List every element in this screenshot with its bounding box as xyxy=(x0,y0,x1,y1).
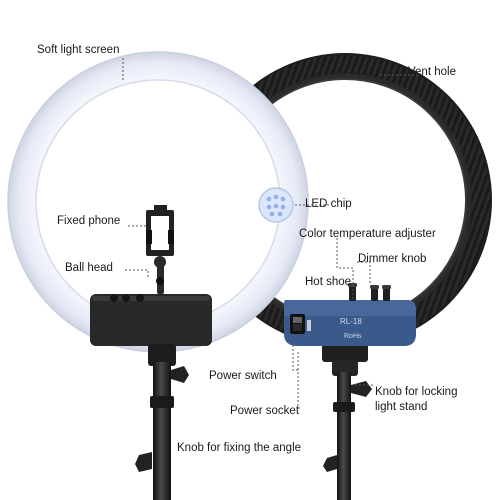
label-vent-hole: Vent hole xyxy=(408,66,456,78)
label-knob-locking-line1: Knob for locking xyxy=(375,386,458,398)
led-chip-inset xyxy=(258,187,294,223)
back-knobs xyxy=(348,283,391,301)
panel-rohs-text: RoHs xyxy=(344,333,362,340)
phone-holder xyxy=(146,205,174,294)
label-dimmer-knob: Dimmer knob xyxy=(358,253,427,265)
label-knob-fixing-angle: Knob for fixing the angle xyxy=(177,442,302,454)
label-color-temperature-adjuster: Color temperature adjuster xyxy=(299,228,436,240)
leader-lines xyxy=(122,58,418,450)
label-ball-head: Ball head xyxy=(65,262,113,274)
label-fixed-phone: Fixed phone xyxy=(57,215,121,227)
label-power-socket: Power socket xyxy=(230,405,300,417)
label-led-chip: LED chip xyxy=(305,198,352,210)
back-control-box xyxy=(284,300,416,346)
panel-model-text: RL-18 xyxy=(340,317,362,326)
front-stand xyxy=(135,344,189,500)
label-soft-light-screen: Soft light screen xyxy=(37,44,120,56)
back-stand xyxy=(322,344,372,500)
label-knob-locking-line2: light stand xyxy=(375,401,428,413)
front-control-box xyxy=(90,294,212,346)
label-power-switch: Power switch xyxy=(209,370,277,382)
label-hot-shoe: Hot shoe xyxy=(305,276,352,288)
front-ring xyxy=(7,51,309,353)
